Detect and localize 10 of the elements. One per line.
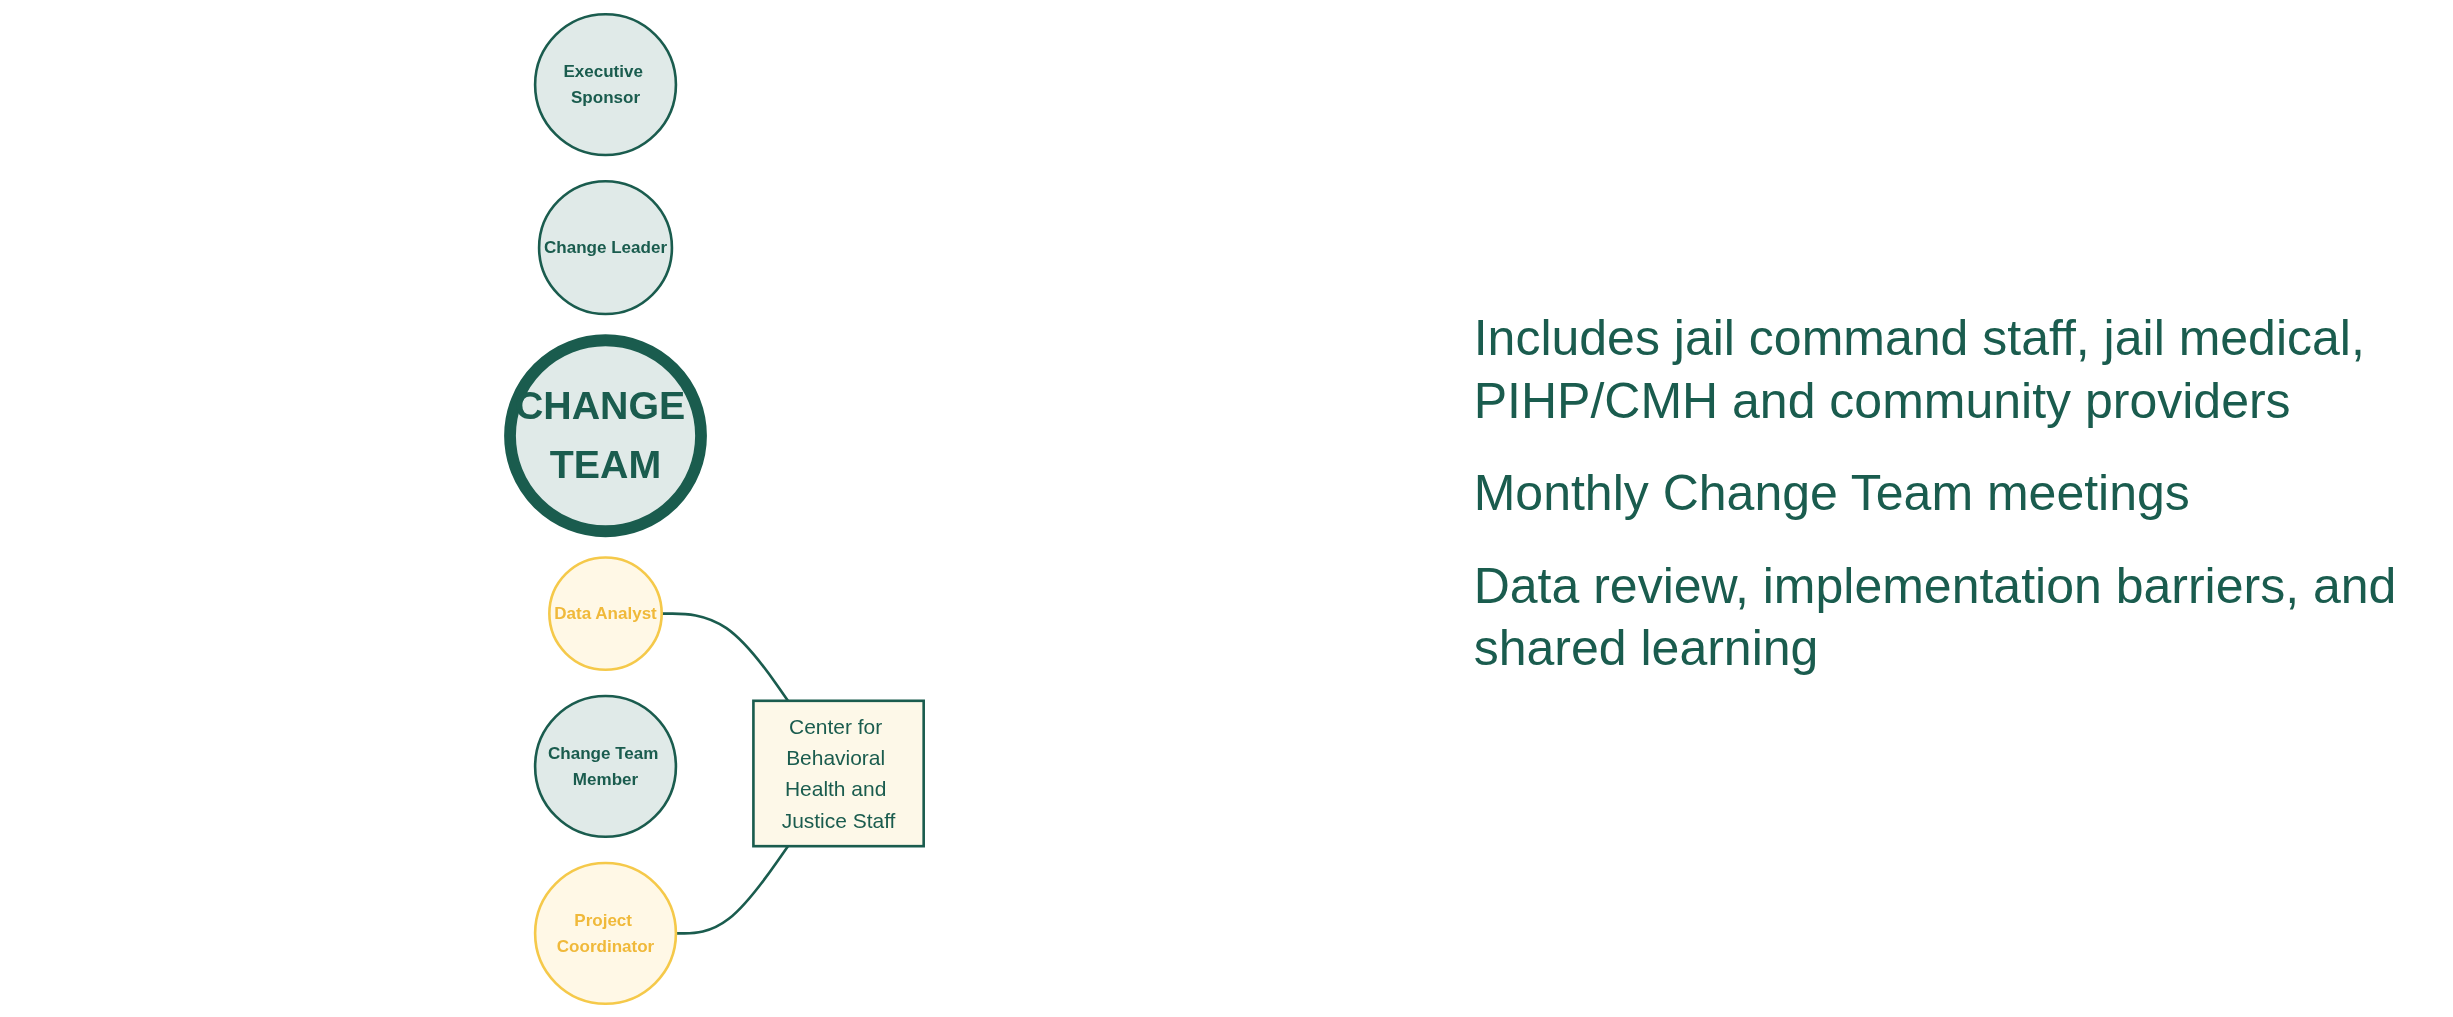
node-circle: Project Coordinator [533, 861, 678, 1005]
node-circle: Data Analyst [548, 555, 663, 671]
bullet-text: Includes jail command staff, jail medical, PIHP/CMH and community providers [1473, 309, 2366, 431]
node-circle: CHANGE TEAM [504, 333, 707, 537]
node-box: Center for Behavioral Health and Justice Staff [752, 699, 925, 847]
bullet-text: Data review, implementation barriers, and shared learning [1473, 556, 2398, 679]
node-circle: Change Leader [537, 179, 674, 315]
bullet-text: Monthly Change Team meetings [1473, 464, 2191, 524]
node-circle: Change Team Member [533, 694, 678, 838]
node-circle: Executive Sponsor [533, 12, 678, 156]
